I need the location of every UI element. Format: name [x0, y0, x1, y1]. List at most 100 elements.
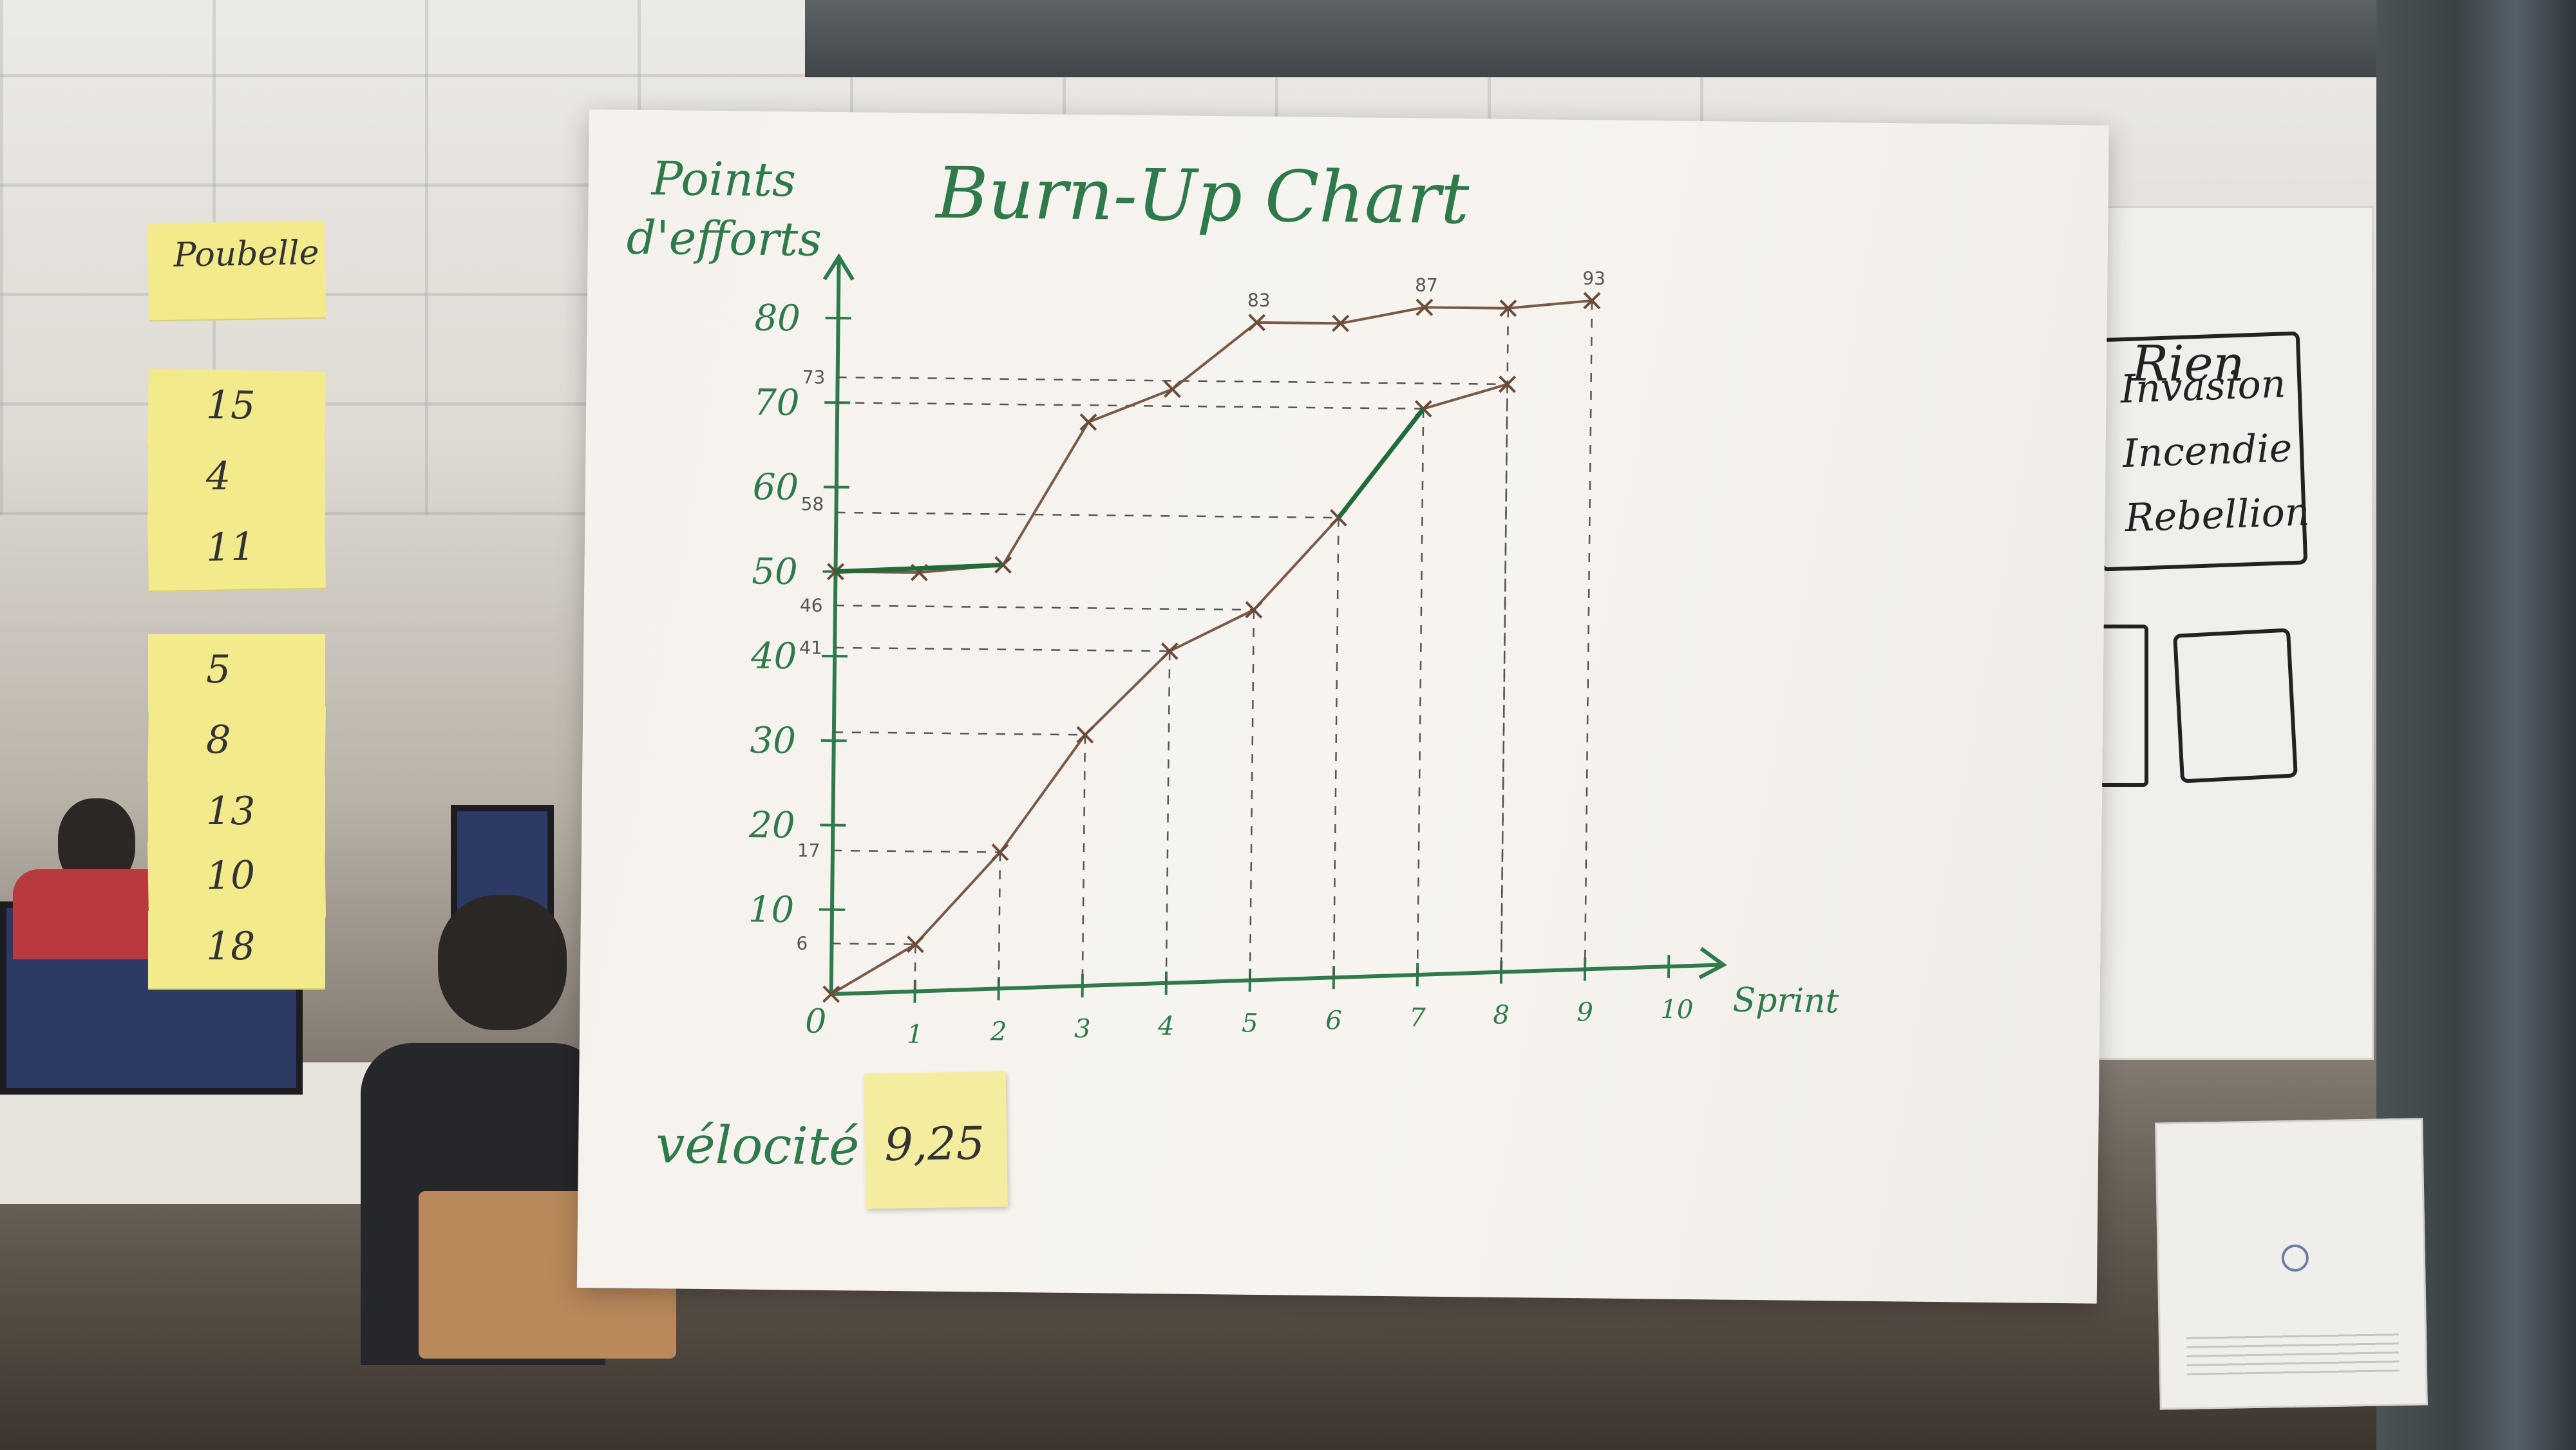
sticky-value: 5: [206, 647, 231, 692]
done-line-highlight: [1336, 407, 1425, 520]
whiteboard-item: Invasion: [2119, 361, 2287, 413]
sticky-note: 18: [148, 911, 325, 990]
x-tick-label: 8: [1493, 1001, 1510, 1030]
x-tick-label: 4: [1157, 1012, 1175, 1041]
x-axis-arrow: [1698, 946, 1727, 979]
guide-line-horizontal: [831, 943, 916, 945]
sticky-note: 8: [147, 703, 327, 786]
guide-line-vertical: [1584, 300, 1593, 970]
y-tick-label: 30: [750, 720, 796, 762]
guide-line-vertical: [998, 852, 1001, 989]
guide-line-vertical: [1081, 735, 1086, 986]
data-annotation: 46: [800, 595, 823, 616]
x-tick-label: 9: [1577, 997, 1593, 1027]
seal-icon: [2281, 1244, 2309, 1272]
data-point: [1416, 298, 1434, 316]
y-tick-label: 20: [748, 804, 795, 847]
sticky-value: 13: [206, 789, 256, 834]
data-annotation: 17: [797, 840, 820, 861]
scope-line-highlight: [835, 562, 1003, 574]
data-annotation: 73: [802, 366, 825, 388]
sticky-header: Poubelle: [147, 220, 327, 322]
x-tick-label: 6: [1325, 1006, 1342, 1035]
sticky-value: 10: [205, 852, 256, 899]
sticky-value: 4: [206, 454, 231, 499]
data-point: [906, 936, 924, 954]
velocity-sticky-note: 9,25: [864, 1071, 1008, 1209]
guide-line-vertical: [1332, 518, 1340, 978]
guide-line-horizontal: [835, 646, 1170, 652]
whiteboard-drawn-box: [2093, 625, 2148, 787]
data-annotation: 41: [799, 637, 822, 658]
data-point: [1499, 299, 1517, 317]
y-tick-label: 60: [753, 466, 799, 509]
y-tick-label: 10: [748, 889, 795, 931]
sticky-note: 15: [147, 368, 327, 451]
x-tick-label: 5: [1242, 1008, 1258, 1038]
y-axis: [829, 260, 841, 995]
velocity-value: 9,25: [884, 1116, 985, 1171]
x-tick-label: 0: [805, 1003, 827, 1041]
guide-line-vertical: [1416, 408, 1425, 975]
whiteboard-list-box: Invasion Incendie Rebellion: [2092, 331, 2311, 572]
data-point: [1163, 380, 1182, 399]
data-point: [1245, 601, 1263, 619]
sticky-note: 11: [147, 510, 327, 592]
data-point: [1248, 314, 1266, 332]
data-point: [1583, 292, 1601, 310]
y-tick-label: 80: [754, 297, 800, 340]
burn-up-chart: 0 1 2 3 4 5 6 7 8 9 10 10 20 30 40 50 60 70 80 6 17 41 46 58 73 8…: [748, 253, 1727, 1050]
velocity-label: vélocité :: [655, 1115, 894, 1178]
guide-line-horizontal: [832, 849, 1000, 853]
x-tick-label: 7: [1409, 1003, 1426, 1033]
x-tick-label: 3: [1074, 1014, 1091, 1044]
whiteboard-drawn-box: [2173, 628, 2298, 784]
guide-line-vertical: [1249, 610, 1255, 981]
data-annotation: 6: [796, 933, 808, 954]
data-annotation: 93: [1582, 268, 1605, 289]
guide-line-vertical: [1500, 308, 1510, 972]
y-tick-label: 40: [750, 636, 797, 678]
x-axis: [831, 963, 1721, 997]
whiteboard-item: Incendie: [2121, 426, 2293, 477]
guide-line-horizontal: [837, 376, 1508, 386]
data-point: [1160, 642, 1179, 660]
sticky-value: 11: [205, 524, 256, 570]
whiteboard-heading: Rien: [2132, 335, 2245, 392]
data-annotation: 58: [800, 493, 824, 514]
x-axis-label: Sprint: [1732, 981, 1839, 1021]
y-tick-label: 50: [752, 551, 798, 593]
sticky-note: 5: [148, 634, 325, 713]
data-point: [1499, 375, 1517, 393]
data-annotation: 87: [1415, 274, 1438, 296]
guide-line-horizontal: [836, 511, 1339, 519]
scope-line: [835, 299, 1593, 574]
y-axis-arrow: [822, 253, 855, 281]
x-tick-label: 1: [907, 1020, 923, 1050]
window-frame-top: [805, 0, 2576, 77]
x-tick-label: 2: [990, 1017, 1007, 1046]
data-annotation: 83: [1247, 290, 1271, 311]
data-point: [1079, 413, 1097, 431]
sticky-note: 10: [147, 838, 327, 921]
guide-line-vertical: [914, 944, 916, 992]
y-tick-label: 70: [753, 382, 800, 424]
sticky-value: 8: [205, 717, 231, 763]
x-tick-label: 10: [1660, 995, 1693, 1025]
sticky-note-stack: Poubelle 15 4 11 5 8 13 10 18: [147, 220, 341, 995]
guide-line-horizontal: [835, 605, 1254, 611]
sticky-note: 4: [148, 441, 325, 520]
guide-line-horizontal: [833, 731, 1085, 736]
card-fine-print: [2186, 1333, 2400, 1375]
certificate-card: [2155, 1118, 2428, 1410]
sticky-value: 18: [206, 924, 256, 969]
whiteboard-item: Rebellion: [2124, 489, 2311, 541]
student-head: [438, 895, 567, 1030]
data-point: [822, 985, 840, 1003]
sticky-value: 15: [205, 382, 256, 429]
data-point: [1076, 726, 1094, 744]
data-point: [1332, 314, 1350, 332]
data-point: [991, 843, 1009, 862]
guide-line-vertical: [1165, 651, 1171, 983]
